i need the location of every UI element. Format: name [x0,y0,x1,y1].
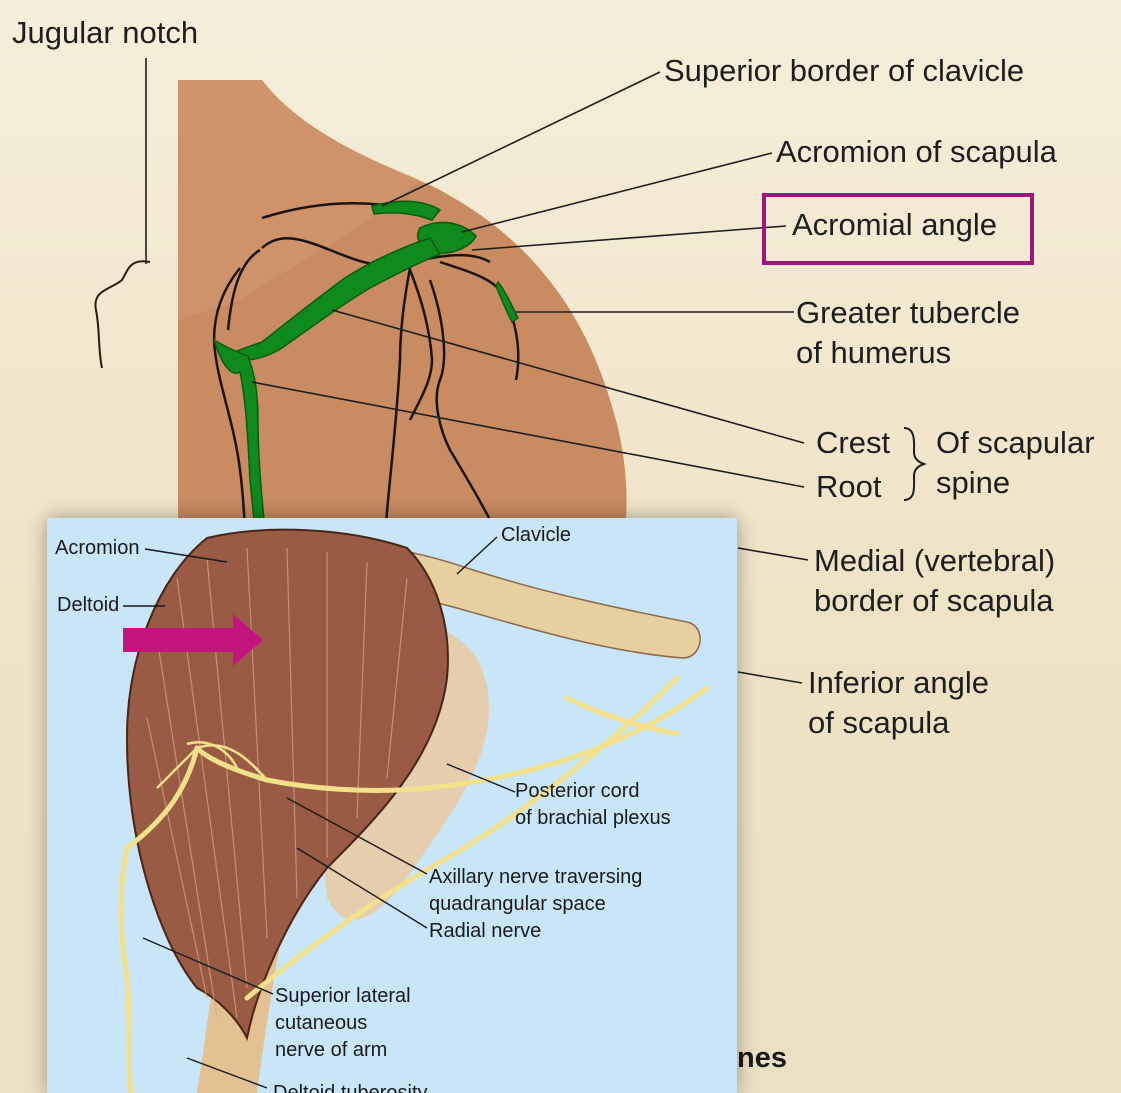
inset-label-posterior-cord-line2: of brachial plexus [515,805,671,832]
label-medial-border-of-scapula: Medial (vertebral) border of scapula [814,544,1055,618]
label-root: Root [816,470,881,504]
label-acromial-angle: Acromial angle [792,208,997,242]
inset-label-superior-lateral-cutaneous: Superior lateral cutaneous nerve of arm [275,983,411,1064]
inset-label-axillary-nerve-line2: quadrangular space [429,891,642,918]
inset-label-deltoid-tuberosity: Deltoid tuberosity [273,1080,428,1093]
inset-label-clavicle: Clavicle [501,522,571,549]
label-of-scapular-spine: Of scapular spine [936,426,1095,500]
inset-label-axillary-nerve: Axillary nerve traversing quadrangular s… [429,864,642,918]
crest-root-brace [904,428,924,500]
label-of-scapular-spine-line1: Of scapular [936,426,1095,460]
label-inferior-angle-of-scapula: Inferior angle of scapula [808,666,989,740]
label-medial-border-line1: Medial (vertebral) [814,544,1055,578]
label-acromion-of-scapula: Acromion of scapula [776,135,1057,169]
inset-label-radial-nerve: Radial nerve [429,918,541,945]
label-greater-tubercle-line2: of humerus [796,336,1020,370]
inset-axillary-nerve-figure: Acromion Clavicle Deltoid Posterior cord… [47,518,737,1093]
label-crest: Crest [816,426,890,460]
inset-label-posterior-cord: Posterior cord of brachial plexus [515,778,671,832]
inset-label-deltoid: Deltoid [57,592,119,619]
jugular-notch-curve [95,261,150,368]
label-medial-border-line2: border of scapula [814,584,1055,618]
inset-label-slc-line3: nerve of arm [275,1037,411,1064]
label-greater-tubercle: Greater tubercle of humerus [796,296,1020,370]
label-inferior-angle-line1: Inferior angle [808,666,989,700]
label-inferior-angle-line2: of scapula [808,706,989,740]
label-jugular-notch: Jugular notch [12,16,198,50]
label-greater-tubercle-line1: Greater tubercle [796,296,1020,330]
inset-label-acromion: Acromion [55,535,139,562]
inset-label-axillary-nerve-line1: Axillary nerve traversing [429,864,642,891]
inset-label-slc-line2: cutaneous [275,1010,411,1037]
label-superior-border-of-clavicle: Superior border of clavicle [664,54,1024,88]
inset-label-slc-line1: Superior lateral [275,983,411,1010]
label-of-scapular-spine-line2: spine [936,466,1095,500]
partial-heading-text: nes [737,1042,787,1075]
inset-label-posterior-cord-line1: Posterior cord [515,778,671,805]
